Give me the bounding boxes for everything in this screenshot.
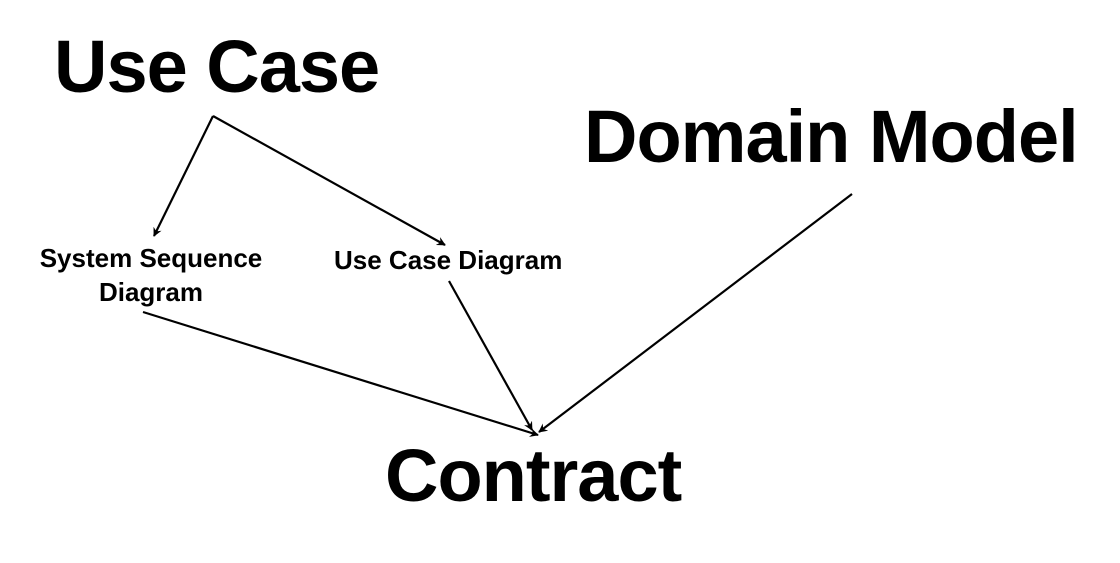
arrow-domain-model-to-contract — [538, 193, 853, 433]
node-system-sequence-diagram-line2: Diagram — [98, 277, 204, 308]
node-use-case-diagram: Use Case Diagram — [334, 245, 563, 275]
node-domain-model: Domain Model — [584, 95, 1079, 178]
node-contract: Contract — [385, 434, 682, 517]
arrow-use-case-to-use-case-diagram — [212, 115, 446, 246]
node-system-sequence-diagram-line1: System Sequence — [39, 243, 263, 273]
arrow-use-case-to-system-sequence-diagram — [153, 115, 214, 237]
node-use-case: Use Case — [54, 25, 380, 108]
arrow-system-sequence-diagram-to-contract — [142, 310, 539, 437]
arrow-use-case-diagram-to-contract — [448, 280, 533, 431]
node-system-sequence-diagram: System Sequence Diagram — [31, 241, 271, 310]
